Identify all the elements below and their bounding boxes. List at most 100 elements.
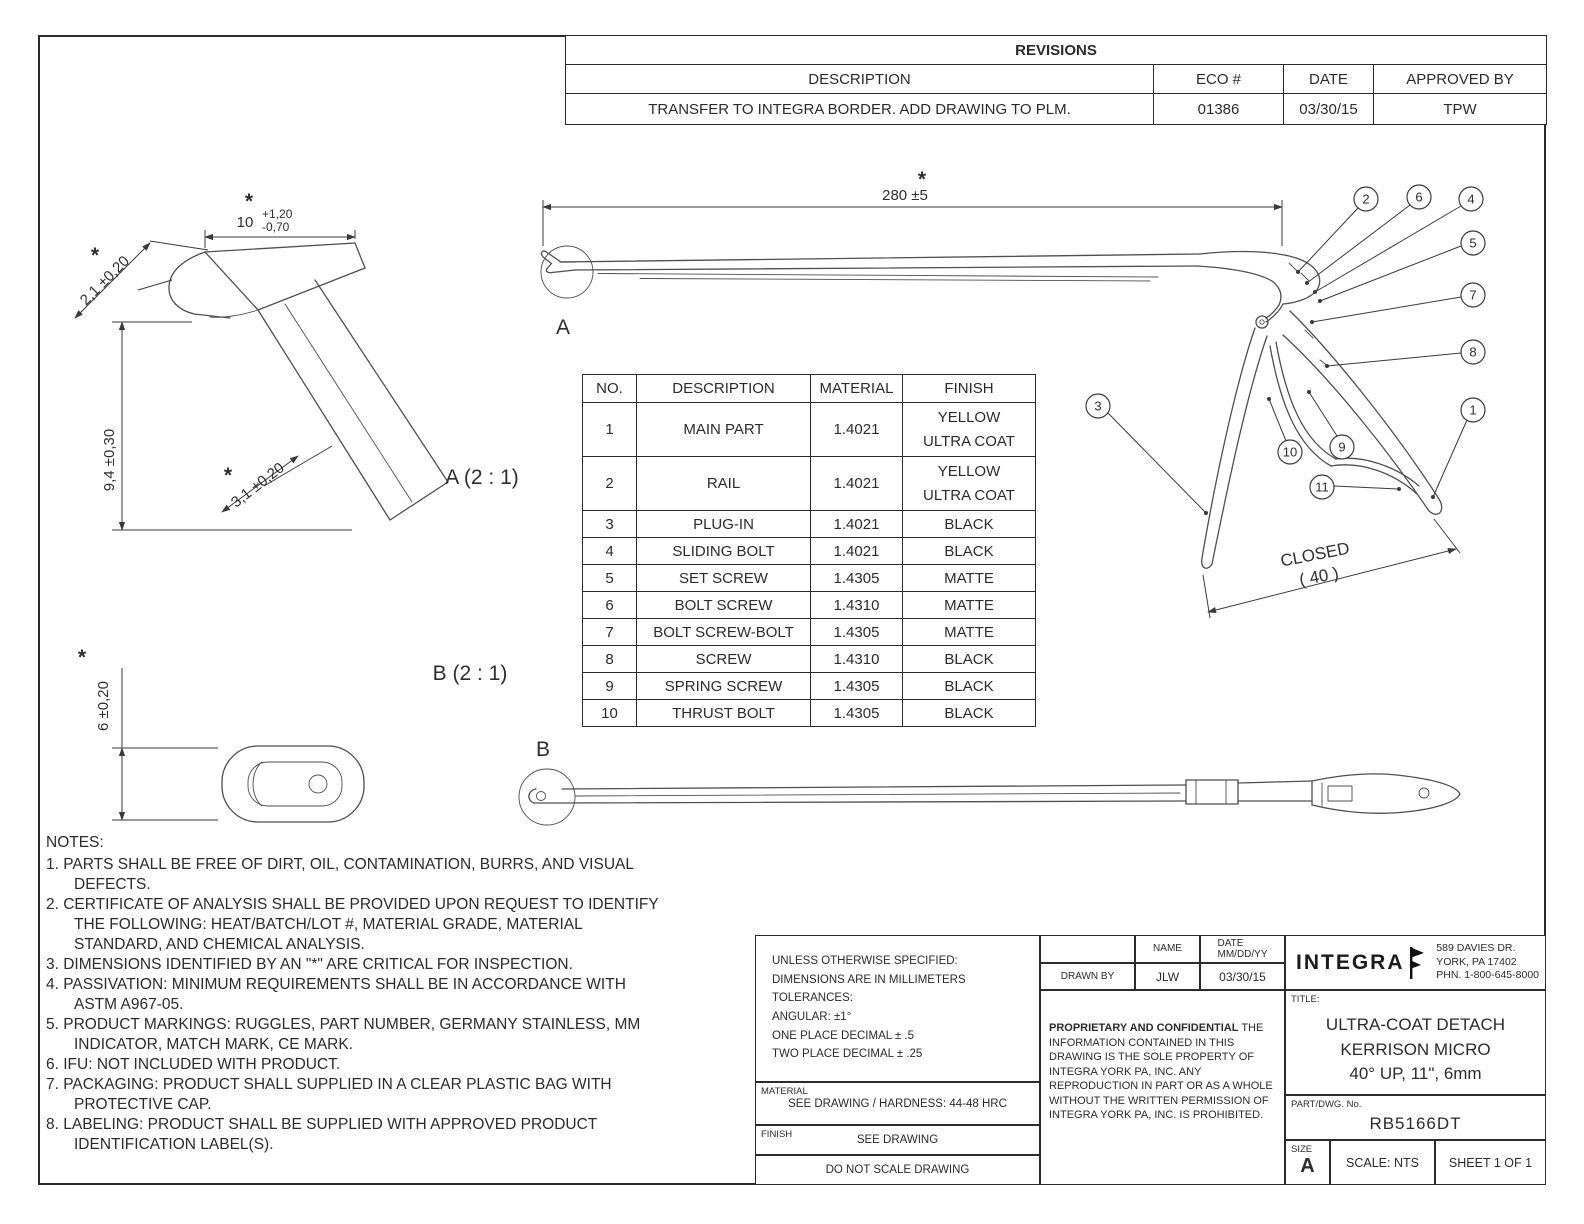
material-label: MATERIAL	[761, 1086, 808, 1097]
detail-b-label: B (2 : 1)	[433, 662, 508, 685]
callout-4: 4	[1313, 186, 1484, 294]
table-row: 7 BOLT SCREW-BOLT 1.4305 MATTE	[582, 618, 1036, 646]
title-block: UNLESS OTHERWISE SPECIFIED: DIMENSIONS A…	[755, 935, 1546, 1185]
dimension-footplate-length: * 10 +1,20 -0,70	[204, 190, 356, 248]
note-item-6: 6. IFU: NOT INCLUDED WITH PRODUCT.	[46, 1056, 341, 1073]
bottom-view: B	[518, 738, 1461, 826]
revisions-header-row: DESCRIPTION ECO # DATE APPROVED BY	[565, 64, 1547, 94]
overall-length-text: 280 ±5	[882, 187, 928, 204]
callout-9: 9	[1307, 390, 1355, 460]
revision-approved: TPW	[1373, 93, 1547, 125]
critical-marker: *	[78, 646, 87, 669]
table-row: 5 SET SCREW 1.4305 MATTE	[582, 564, 1036, 592]
table-row: 8 SCREW 1.4310 BLACK	[582, 645, 1036, 673]
callout-11: 11	[1309, 474, 1401, 500]
svg-text:10: 10	[1283, 445, 1297, 460]
detail-a-callout: A	[540, 245, 594, 339]
scale-box: SCALE: NTS	[1330, 1140, 1435, 1185]
footplate-width-text: 6 ±0,20	[95, 681, 112, 731]
note-item-4: 4. PASSIVATION: MINIMUM REQUIREMENTS SHA…	[46, 976, 626, 1013]
dimension-overall-length: 280 ±5 *	[542, 168, 1283, 246]
drawn-by-date-cell: 03/30/15	[1200, 963, 1285, 990]
table-row: 6 BOLT SCREW 1.4310 MATTE	[582, 591, 1036, 619]
tolerance-spec-box: UNLESS OTHERWISE SPECIFIED: DIMENSIONS A…	[755, 935, 1040, 1082]
do-not-scale-text: DO NOT SCALE DRAWING	[825, 1164, 970, 1176]
note-item-3: 3. DIMENSIONS IDENTIFIED BY AN "*" ARE C…	[46, 956, 573, 973]
callout-1: 1	[1431, 397, 1486, 499]
critical-marker: *	[918, 168, 927, 191]
critical-marker: *	[245, 190, 254, 213]
table-row: 1 MAIN PART 1.4021 YELLOW ULTRA COAT	[582, 402, 1036, 457]
detail-a-label: A (2 : 1)	[445, 466, 519, 489]
callout-8: 8	[1325, 339, 1486, 368]
finish-label: FINISH	[761, 1129, 793, 1140]
svg-text:5: 5	[1469, 236, 1476, 251]
notes-block: NOTES: 1. PARTS SHALL BE FREE OF DIRT, O…	[46, 833, 660, 1155]
notes-title: NOTES:	[46, 834, 104, 851]
part-number-label: PART/DWG. No.	[1291, 1099, 1362, 1110]
size-label: SIZE	[1291, 1144, 1313, 1155]
section-b-marker: B	[536, 738, 550, 761]
date-header-cell: DATE MM/DD/YY	[1200, 935, 1285, 963]
parts-header-row: NO. DESCRIPTION MATERIAL FINISH	[582, 374, 1036, 403]
svg-text:2: 2	[1362, 192, 1369, 207]
page-title: ULTRA-COAT DETACH KERRISON MICRO 40° UP,…	[1325, 1015, 1506, 1084]
material-value: SEE DRAWING / HARDNESS: 44-48 HRC	[788, 1097, 1007, 1110]
revision-date: 03/30/15	[1283, 93, 1374, 125]
part-number-box: PART/DWG. No. RB5166DT	[1285, 1095, 1546, 1140]
callout-2: 2	[1296, 186, 1379, 274]
sheet-value: SHEET 1 OF 1	[1448, 1155, 1533, 1170]
logo-box: INTEGRA 589 DAVIES DR. YORK, PA 17402 PH…	[1285, 935, 1546, 990]
svg-text:7: 7	[1469, 288, 1476, 303]
finish-value: SEE DRAWING	[856, 1134, 939, 1146]
callout-6: 6	[1305, 184, 1432, 285]
note-item-7: 7. PACKAGING: PRODUCT SHALL SUPPLIED IN …	[46, 1076, 612, 1113]
part-number: RB5166DT	[1369, 1114, 1462, 1133]
size-value: A	[1300, 1155, 1315, 1177]
svg-text:1: 1	[1469, 403, 1476, 418]
table-row: 3 PLUG-IN 1.4021 BLACK	[582, 510, 1036, 538]
proprietary-title: PROPRIETARY AND CONFIDENTIAL	[1049, 1022, 1239, 1034]
parts-table: NO. DESCRIPTION MATERIAL FINISH 1 MAIN P…	[582, 374, 1036, 727]
material-box: MATERIAL SEE DRAWING / HARDNESS: 44-48 H…	[755, 1082, 1040, 1125]
tip-height-text: 9,4 ±0,30	[101, 429, 118, 491]
drawn-by-name-cell: JLW	[1135, 963, 1200, 990]
footplate-length-text: 10	[237, 214, 254, 231]
tolerance-spec-text: UNLESS OTHERWISE SPECIFIED: DIMENSIONS A…	[772, 955, 966, 1061]
company-logo-text: INTEGRA	[1296, 950, 1405, 974]
drawn-by-label-cell: DRAWN BY	[1040, 963, 1135, 990]
revision-eco: 01386	[1153, 93, 1284, 125]
drawn-by-date: 03/30/15	[1219, 969, 1266, 984]
parts-col-description: DESCRIPTION	[636, 374, 811, 403]
drawn-by-label: DRAWN BY	[1060, 970, 1115, 982]
main-side-view	[540, 250, 1443, 569]
proprietary-text: THE INFORMATION CONTAINED IN THIS DRAWIN…	[1049, 1022, 1273, 1122]
name-header: NAME	[1153, 943, 1182, 955]
sheet-box: SHEET 1 OF 1	[1435, 1140, 1546, 1185]
svg-text:9: 9	[1338, 440, 1345, 455]
do-not-scale-box: DO NOT SCALE DRAWING	[755, 1155, 1040, 1185]
svg-text:3: 3	[1094, 399, 1101, 414]
dimension-footplate-width: * 6 ±0,20	[78, 646, 218, 821]
svg-text:4: 4	[1467, 192, 1474, 207]
critical-marker: *	[91, 244, 100, 267]
callout-10: 10	[1267, 397, 1303, 465]
date-header: DATE MM/DD/YY	[1217, 937, 1268, 961]
title-box: TITLE: ULTRA-COAT DETACH KERRISON MICRO …	[1285, 990, 1546, 1095]
critical-marker: *	[224, 464, 233, 487]
note-item-5: 5. PRODUCT MARKINGS: RUGGLES, PART NUMBE…	[46, 1016, 641, 1053]
proprietary-box: PROPRIETARY AND CONFIDENTIAL THE INFORMA…	[1040, 990, 1285, 1185]
revisions-col-eco: ECO #	[1153, 64, 1284, 94]
table-row: 2 RAIL 1.4021 YELLOW ULTRA COAT	[582, 456, 1036, 511]
revisions-table: REVISIONS DESCRIPTION ECO # DATE APPROVE…	[565, 35, 1547, 125]
table-row: 4 SLIDING BOLT 1.4021 BLACK	[582, 537, 1036, 565]
revisions-title: REVISIONS	[565, 35, 1547, 65]
revisions-col-approved: APPROVED BY	[1373, 64, 1547, 94]
table-row: 10 THRUST BOLT 1.4305 BLACK	[582, 699, 1036, 727]
callout-3: 3	[1085, 393, 1208, 515]
svg-text:8: 8	[1469, 345, 1476, 360]
revisions-col-date: DATE	[1283, 64, 1374, 94]
parts-col-material: MATERIAL	[810, 374, 903, 403]
